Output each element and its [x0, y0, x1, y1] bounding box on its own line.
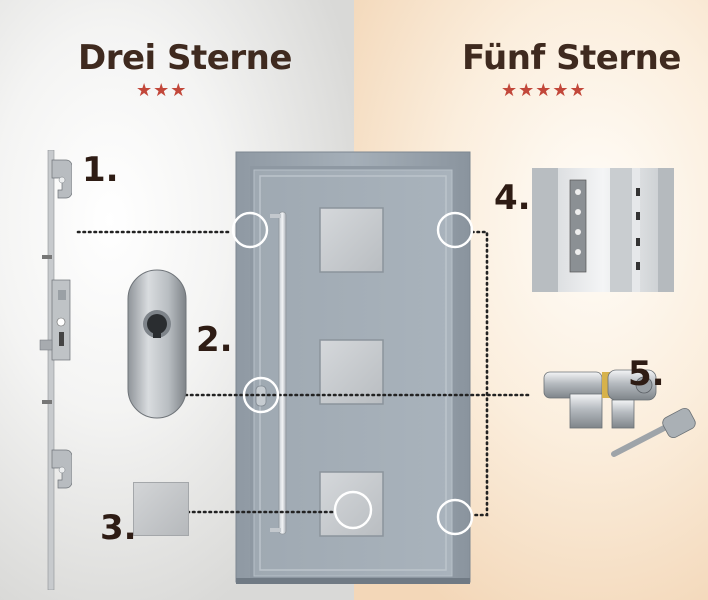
heading-fuenf-sterne: Fünf Sterne: [462, 38, 681, 78]
glass-pane-middle: [319, 339, 384, 405]
label-5: 5.: [628, 354, 665, 394]
glass-pane-bottom: [319, 471, 384, 537]
label-2: 2.: [196, 320, 233, 360]
glass-sample-icon: [133, 482, 189, 536]
hinge-plate-icon: [532, 168, 674, 292]
lock-cylinder-key-icon: [543, 369, 696, 457]
rating-three-stars: ★★★: [136, 80, 188, 101]
label-1: 1.: [82, 150, 119, 190]
highlight-circles: [231, 211, 474, 536]
heading-drei-sterne: Drei Sterne: [78, 38, 292, 78]
door-handle: [270, 211, 287, 535]
label-3: 3.: [100, 508, 137, 548]
multipoint-lock-icon: [39, 150, 72, 590]
glass-pane-top: [319, 207, 384, 273]
label-4: 4.: [494, 178, 531, 218]
door-escutcheon: [255, 385, 267, 407]
escutcheon-icon: [127, 269, 187, 419]
rating-five-stars: ★★★★★: [501, 80, 587, 101]
